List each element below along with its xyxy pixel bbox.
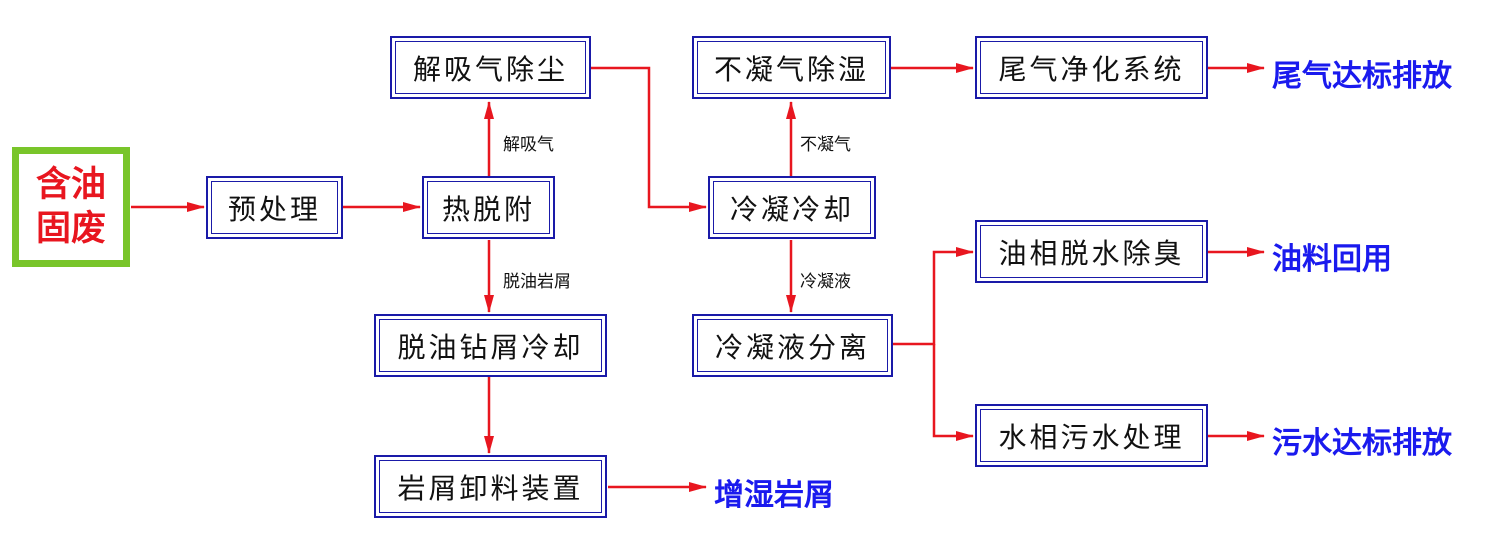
- box-oil-phase-dewater-label: 油相脱水除臭: [998, 236, 1185, 270]
- output-tail-gas-discharge: 尾气达标排放: [1272, 59, 1452, 94]
- label-desorption-gas: 解吸气: [503, 135, 554, 155]
- box-condensate-separation-label: 冷凝液分离: [714, 330, 870, 364]
- box-oil-phase-dewater: 油相脱水除臭: [975, 220, 1208, 283]
- box-water-phase-treatment: 水相污水处理: [975, 404, 1208, 467]
- box-noncondensable-dehumidify: 不凝气除湿: [692, 36, 891, 99]
- box-pretreatment-label: 预处理: [227, 192, 321, 226]
- output-oil-reuse: 油料回用: [1272, 242, 1392, 277]
- output-humidified-cuttings: 增湿岩屑: [714, 478, 834, 513]
- box-tail-gas-purification-label: 尾气净化系统: [998, 52, 1185, 86]
- box-tail-gas-purification: 尾气净化系统: [975, 36, 1208, 99]
- arrow-desorb-to-condense: [591, 66, 707, 212]
- box-cuttings-unloader-label: 岩屑卸料装置: [397, 471, 584, 505]
- box-pretreatment: 预处理: [206, 176, 343, 239]
- box-thermal-desorption: 热脱附: [422, 176, 555, 239]
- output-wastewater-discharge: 污水达标排放: [1272, 426, 1452, 461]
- label-deoiled-cuttings: 脱油岩屑: [503, 272, 571, 292]
- label-condensate: 冷凝液: [800, 272, 851, 292]
- box-thermal-desorption-label: 热脱附: [441, 192, 535, 226]
- box-desorption-gas-dedusting-label: 解吸气除尘: [412, 52, 568, 86]
- box-condensate-separation: 冷凝液分离: [692, 314, 893, 377]
- box-cuttings-unloader: 岩屑卸料装置: [374, 455, 607, 518]
- label-noncondensable-gas: 不凝气: [800, 135, 851, 155]
- box-desorption-gas-dedusting: 解吸气除尘: [390, 36, 591, 99]
- source-label: 含油固废: [35, 165, 106, 249]
- box-noncondensable-dehumidify-label: 不凝气除湿: [713, 52, 869, 86]
- source-oily-solid-waste: 含油固废: [12, 147, 130, 267]
- box-deoiled-cuttings-cooling: 脱油钻屑冷却: [374, 314, 607, 377]
- arrow-liquid-to-water: [932, 344, 974, 441]
- box-water-phase-treatment-label: 水相污水处理: [998, 420, 1185, 454]
- arrow-liquid-to-oil: [893, 247, 974, 346]
- box-condensation-cooling-label: 冷凝冷却: [729, 192, 854, 226]
- box-condensation-cooling: 冷凝冷却: [708, 176, 876, 239]
- box-deoiled-cuttings-cooling-label: 脱油钻屑冷却: [397, 330, 584, 364]
